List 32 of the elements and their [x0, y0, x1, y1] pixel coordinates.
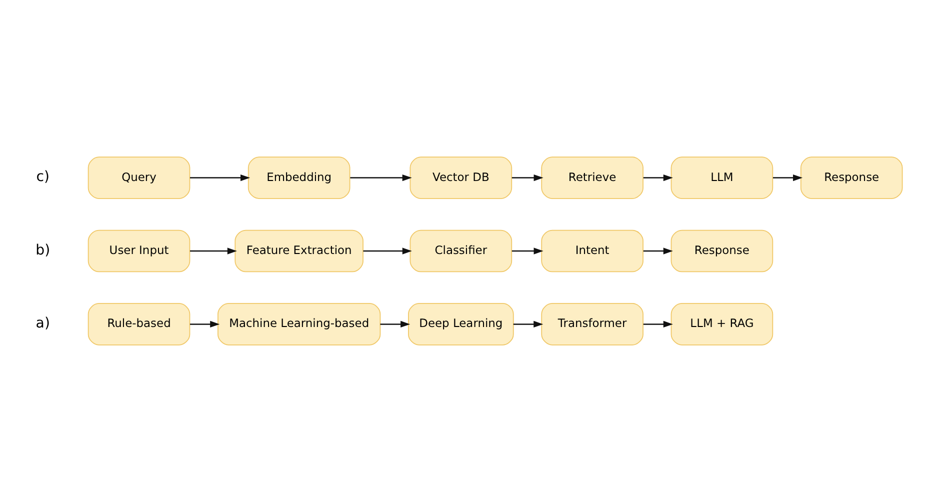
- node-box: Machine Learning-based: [218, 303, 381, 346]
- arrow: [643, 248, 673, 254]
- node-box: Response: [670, 230, 774, 272]
- node-box: User Input: [88, 230, 190, 272]
- node-box: Transformer: [541, 303, 644, 346]
- node-box: Embedding: [248, 156, 350, 199]
- node-box: Feature Extraction: [234, 230, 364, 272]
- arrow: [773, 174, 803, 182]
- arrow: [350, 174, 412, 182]
- arrow: [643, 174, 673, 182]
- node-box: Query: [88, 156, 190, 199]
- arrow: [512, 248, 544, 254]
- node-box: Classifier: [410, 230, 512, 272]
- node-box: Response: [800, 156, 903, 199]
- arrow: [380, 320, 410, 328]
- arrow: [190, 320, 220, 328]
- label: b): [36, 242, 50, 258]
- arrow: [512, 174, 544, 182]
- node-box: Vector DB: [410, 156, 512, 199]
- node-box: Rule-based: [88, 303, 190, 346]
- arrow: [643, 320, 673, 328]
- node-box: LLM + RAG: [670, 303, 774, 346]
- node-box: LLM: [670, 156, 774, 199]
- node-box: Deep Learning: [408, 303, 514, 346]
- arrow: [190, 174, 250, 182]
- node-box: Intent: [541, 230, 644, 272]
- arrow: [513, 320, 544, 328]
- arrow: [190, 248, 237, 254]
- label: c): [36, 169, 50, 186]
- arrow: [363, 248, 412, 254]
- node-box: Retrieve: [541, 156, 644, 199]
- label: a): [36, 316, 50, 332]
